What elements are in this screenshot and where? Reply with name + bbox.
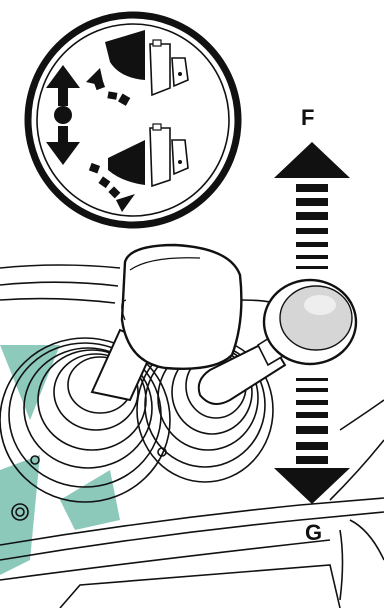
back-arrow-icon [274, 378, 350, 504]
bucket-tilt-inset [28, 15, 238, 225]
back-label: G [305, 522, 322, 544]
forward-label: F [301, 107, 314, 129]
forward-arrow-icon [274, 142, 350, 269]
